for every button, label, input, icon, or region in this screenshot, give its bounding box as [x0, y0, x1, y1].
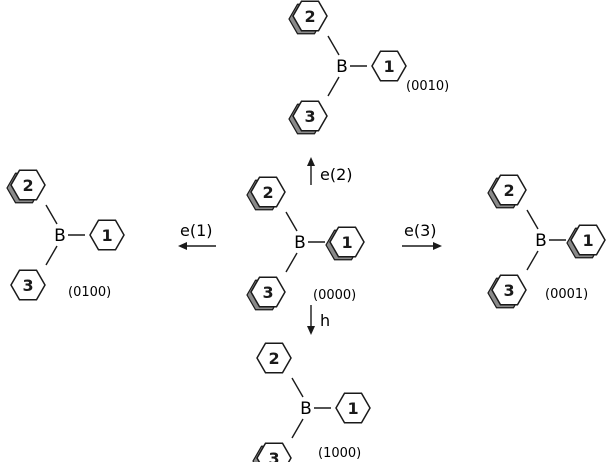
ring-2: 2: [288, 0, 328, 35]
ring-number: 3: [304, 107, 315, 126]
structure-left: B 2 1 3: [6, 169, 125, 301]
bond-2: [45, 204, 58, 225]
boron-label: B: [54, 226, 66, 246]
ring-3: 3: [10, 269, 46, 301]
code-top: (0010): [406, 79, 449, 94]
arrow-up: [307, 157, 315, 185]
ring-number: 3: [22, 276, 33, 295]
ring-hexagon: [491, 174, 527, 206]
ring-number: 1: [347, 399, 358, 418]
boron-label: B: [294, 233, 306, 253]
code-bottom: (1000): [318, 446, 361, 461]
boron-label: B: [300, 399, 312, 419]
ring-2: 2: [6, 169, 46, 204]
boron-label: B: [336, 57, 348, 77]
bond-2: [327, 35, 340, 56]
ring-number: 2: [268, 349, 279, 368]
ring-3: 3: [252, 442, 292, 462]
ring-hexagon: [256, 442, 292, 462]
ring-hexagon: [570, 224, 606, 256]
ring-number: 2: [22, 176, 33, 195]
ring-hexagon: [10, 169, 46, 201]
ring-number: 1: [582, 231, 593, 250]
ring-1: 1: [335, 392, 371, 424]
ring-number: 1: [341, 233, 352, 252]
ring-number: 1: [101, 226, 112, 245]
arrow-left: [178, 242, 216, 250]
ring-hexagon: [256, 342, 292, 374]
ring-hexagon: [335, 392, 371, 424]
arrow-label-left: e(1): [180, 221, 213, 240]
ring-number: 2: [503, 181, 514, 200]
bond-3: [526, 250, 539, 271]
code-right: (0001): [545, 287, 588, 302]
ring-hexagon: [10, 269, 46, 301]
bond-3: [45, 245, 58, 266]
ring-1: 1: [371, 50, 407, 82]
ring-number: 1: [383, 57, 394, 76]
ring-number: 2: [304, 7, 315, 26]
code-left: (0100): [68, 285, 111, 300]
ring-hexagon: [250, 276, 286, 308]
ring-number: 3: [503, 281, 514, 300]
ring-2: 2: [487, 174, 527, 209]
ring-3: 3: [246, 276, 286, 311]
ring-number: 3: [268, 449, 279, 462]
bond-2: [291, 377, 304, 398]
ring-number: 3: [262, 283, 273, 302]
structure-top: B 2 1 3: [288, 0, 407, 135]
code-center: (0000): [313, 288, 356, 303]
structure-center: B 2 1 3: [246, 176, 365, 311]
structure-bottom: B 2 1 3: [252, 342, 371, 462]
ring-number: 2: [262, 183, 273, 202]
ring-2: 2: [246, 176, 286, 211]
arrow-right: [402, 242, 442, 250]
bond-3: [291, 418, 304, 439]
ring-hexagon: [292, 100, 328, 132]
bond-2: [285, 211, 298, 232]
ring-hexagon: [329, 226, 365, 258]
bond-3: [327, 76, 340, 97]
arrow-label-down: h: [320, 311, 330, 330]
boron-label: B: [535, 231, 547, 251]
ring-hexagon: [89, 219, 125, 251]
ring-hexagon: [250, 176, 286, 208]
ring-3: 3: [288, 100, 328, 135]
ring-1: 1: [89, 219, 125, 251]
arrow-down: [307, 305, 315, 335]
arrow-label-right: e(3): [404, 221, 437, 240]
ring-2: 2: [256, 342, 292, 374]
ring-1: 1: [566, 224, 606, 259]
ring-hexagon: [371, 50, 407, 82]
ring-3: 3: [487, 274, 527, 309]
ring-1: 1: [325, 226, 365, 261]
ring-hexagon: [491, 274, 527, 306]
arrow-label-up: e(2): [320, 165, 353, 184]
structure-right: B 2 1 3: [487, 174, 606, 309]
bond-2: [526, 209, 539, 230]
bond-3: [285, 252, 298, 273]
ring-hexagon: [292, 0, 328, 32]
